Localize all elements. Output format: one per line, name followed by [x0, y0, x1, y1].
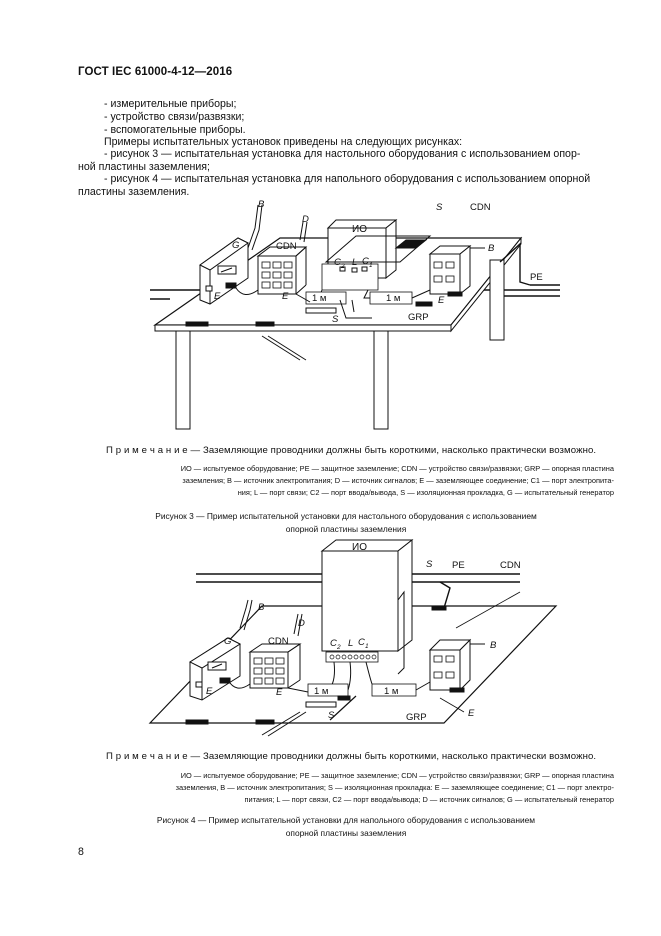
fig3-label-c1-sub: 1	[369, 262, 373, 269]
fig4-label-e: E	[276, 687, 283, 698]
fig3-label-d: D	[302, 214, 309, 225]
page-number: 8	[78, 846, 84, 858]
fig4-ref-line1: - рисунок 4 — испытательная установка дл…	[104, 173, 591, 185]
fig3-label-eut: ИО	[352, 224, 367, 235]
legend-line: ния; L — порт связи; C2 — порт ввода/выв…	[237, 488, 614, 498]
fig4-label-grp: GRP	[406, 712, 427, 723]
fig4-label-eut: ИО	[352, 542, 367, 553]
fig4-ref-line2: пластины заземления.	[78, 186, 190, 198]
fig4-label-c1: C	[358, 637, 365, 648]
fig3-label-pe: PE	[530, 272, 543, 283]
fig4-label-pe: PE	[452, 560, 465, 571]
fig4-label-e: E	[468, 708, 475, 719]
fig3-label-cdn: CDN	[470, 202, 491, 213]
document-header: ГОСТ IEC 61000-4-12—2016	[78, 66, 233, 78]
figure3-drawing: B D ИО S CDN G CDN B PE C 2 L C 1 E E E …	[150, 199, 560, 430]
fig4-label-b: B	[490, 640, 497, 651]
fig4-label-c2: C	[330, 638, 337, 649]
fig4-label-d: D	[298, 618, 305, 629]
fig4-label-cdn: CDN	[268, 636, 289, 647]
examples-intro: Примеры испытательных установок приведен…	[104, 136, 463, 148]
fig4-label-b: B	[258, 602, 265, 613]
fig3-label-e: E	[438, 295, 445, 306]
list-item: - измерительные приборы;	[104, 98, 237, 110]
fig4-label-1m: 1 м	[384, 686, 398, 697]
fig3-table-leg	[175, 330, 191, 430]
fig3-ref-line1: - рисунок 3 — испытательная установка дл…	[104, 148, 581, 160]
legend-line: ИО — испытуемое оборудование; PE — защит…	[180, 771, 614, 780]
fig4-label-cdn: CDN	[500, 560, 521, 571]
caption-line: опорной пластины заземления	[285, 523, 407, 534]
fig3-label-b: B	[258, 199, 265, 210]
fig4-caption: Рисунок 4 — Пример испытательной установ…	[78, 814, 614, 839]
legend-line: питания; L — порт связи, C2 — порт ввода…	[244, 795, 614, 805]
fig4-label-1m: 1 м	[314, 686, 328, 697]
fig4-label-c2-sub: 2	[336, 644, 341, 651]
figure4-drawing: ИО S PE CDN B D G CDN C 2 L C 1 B E E 1 …	[148, 538, 558, 737]
fig4-eut	[320, 539, 414, 552]
caption-line: опорной пластины заземления	[285, 827, 407, 838]
fig4-label-g: G	[224, 636, 231, 647]
fig3-caption: Рисунок 3 — Пример испытательной установ…	[78, 510, 614, 535]
fig3-label-c1: C	[362, 256, 369, 267]
fig3-label-grp: GRP	[408, 312, 429, 323]
fig3-label-e: E	[282, 291, 289, 302]
fig3-label-s: S	[332, 314, 339, 325]
legend-line: заземления, B — источник электропитания;…	[175, 783, 614, 793]
fig3-label-1m: 1 м	[386, 293, 400, 304]
list-item: - вспомогательные приборы.	[104, 124, 246, 136]
fig4-label-s: S	[328, 710, 335, 721]
fig3-label-c2-sub: 2	[340, 263, 345, 270]
fig3-note: П р и м е ч а н и е — Заземляющие провод…	[106, 445, 597, 456]
fig4-cdn-left	[249, 651, 289, 689]
fig3-ref-line2: ной пластины заземления;	[78, 161, 210, 173]
fig3-table-leg	[373, 330, 389, 430]
fig3-label-g: G	[232, 240, 239, 251]
caption-line: Рисунок 3 — Пример испытательной установ…	[155, 511, 537, 521]
caption-line: Рисунок 4 — Пример испытательной установ…	[156, 815, 536, 825]
fig4-label-e: E	[206, 686, 213, 697]
list-item: - устройство связи/развязки;	[104, 111, 245, 123]
fig4-label-c1-sub: 1	[365, 643, 369, 650]
fig4-label-s: S	[426, 559, 433, 570]
fig3-legend: ИО — испытуемое оборудование; PE — защит…	[78, 463, 614, 500]
fig3-label-e: E	[214, 291, 221, 302]
fig3-table-leg	[489, 259, 505, 341]
fig3-label-c2: C	[334, 257, 341, 268]
legend-line: ИО — испытуемое оборудование; PE — защит…	[180, 464, 614, 473]
legend-line: заземления; B — источник электропитания;…	[182, 476, 614, 486]
fig4-note: П р и м е ч а н и е — Заземляющие провод…	[106, 751, 597, 762]
fig4-legend: ИО — испытуемое оборудование; PE — защит…	[78, 770, 614, 807]
fig3-label-b: B	[488, 243, 495, 254]
fig4-label-l: L	[348, 638, 353, 649]
fig3-label-1m: 1 м	[312, 293, 326, 304]
fig3-label-l: L	[352, 257, 357, 268]
fig3-label-cdn: CDN	[276, 241, 297, 252]
fig3-label-s: S	[436, 202, 443, 213]
